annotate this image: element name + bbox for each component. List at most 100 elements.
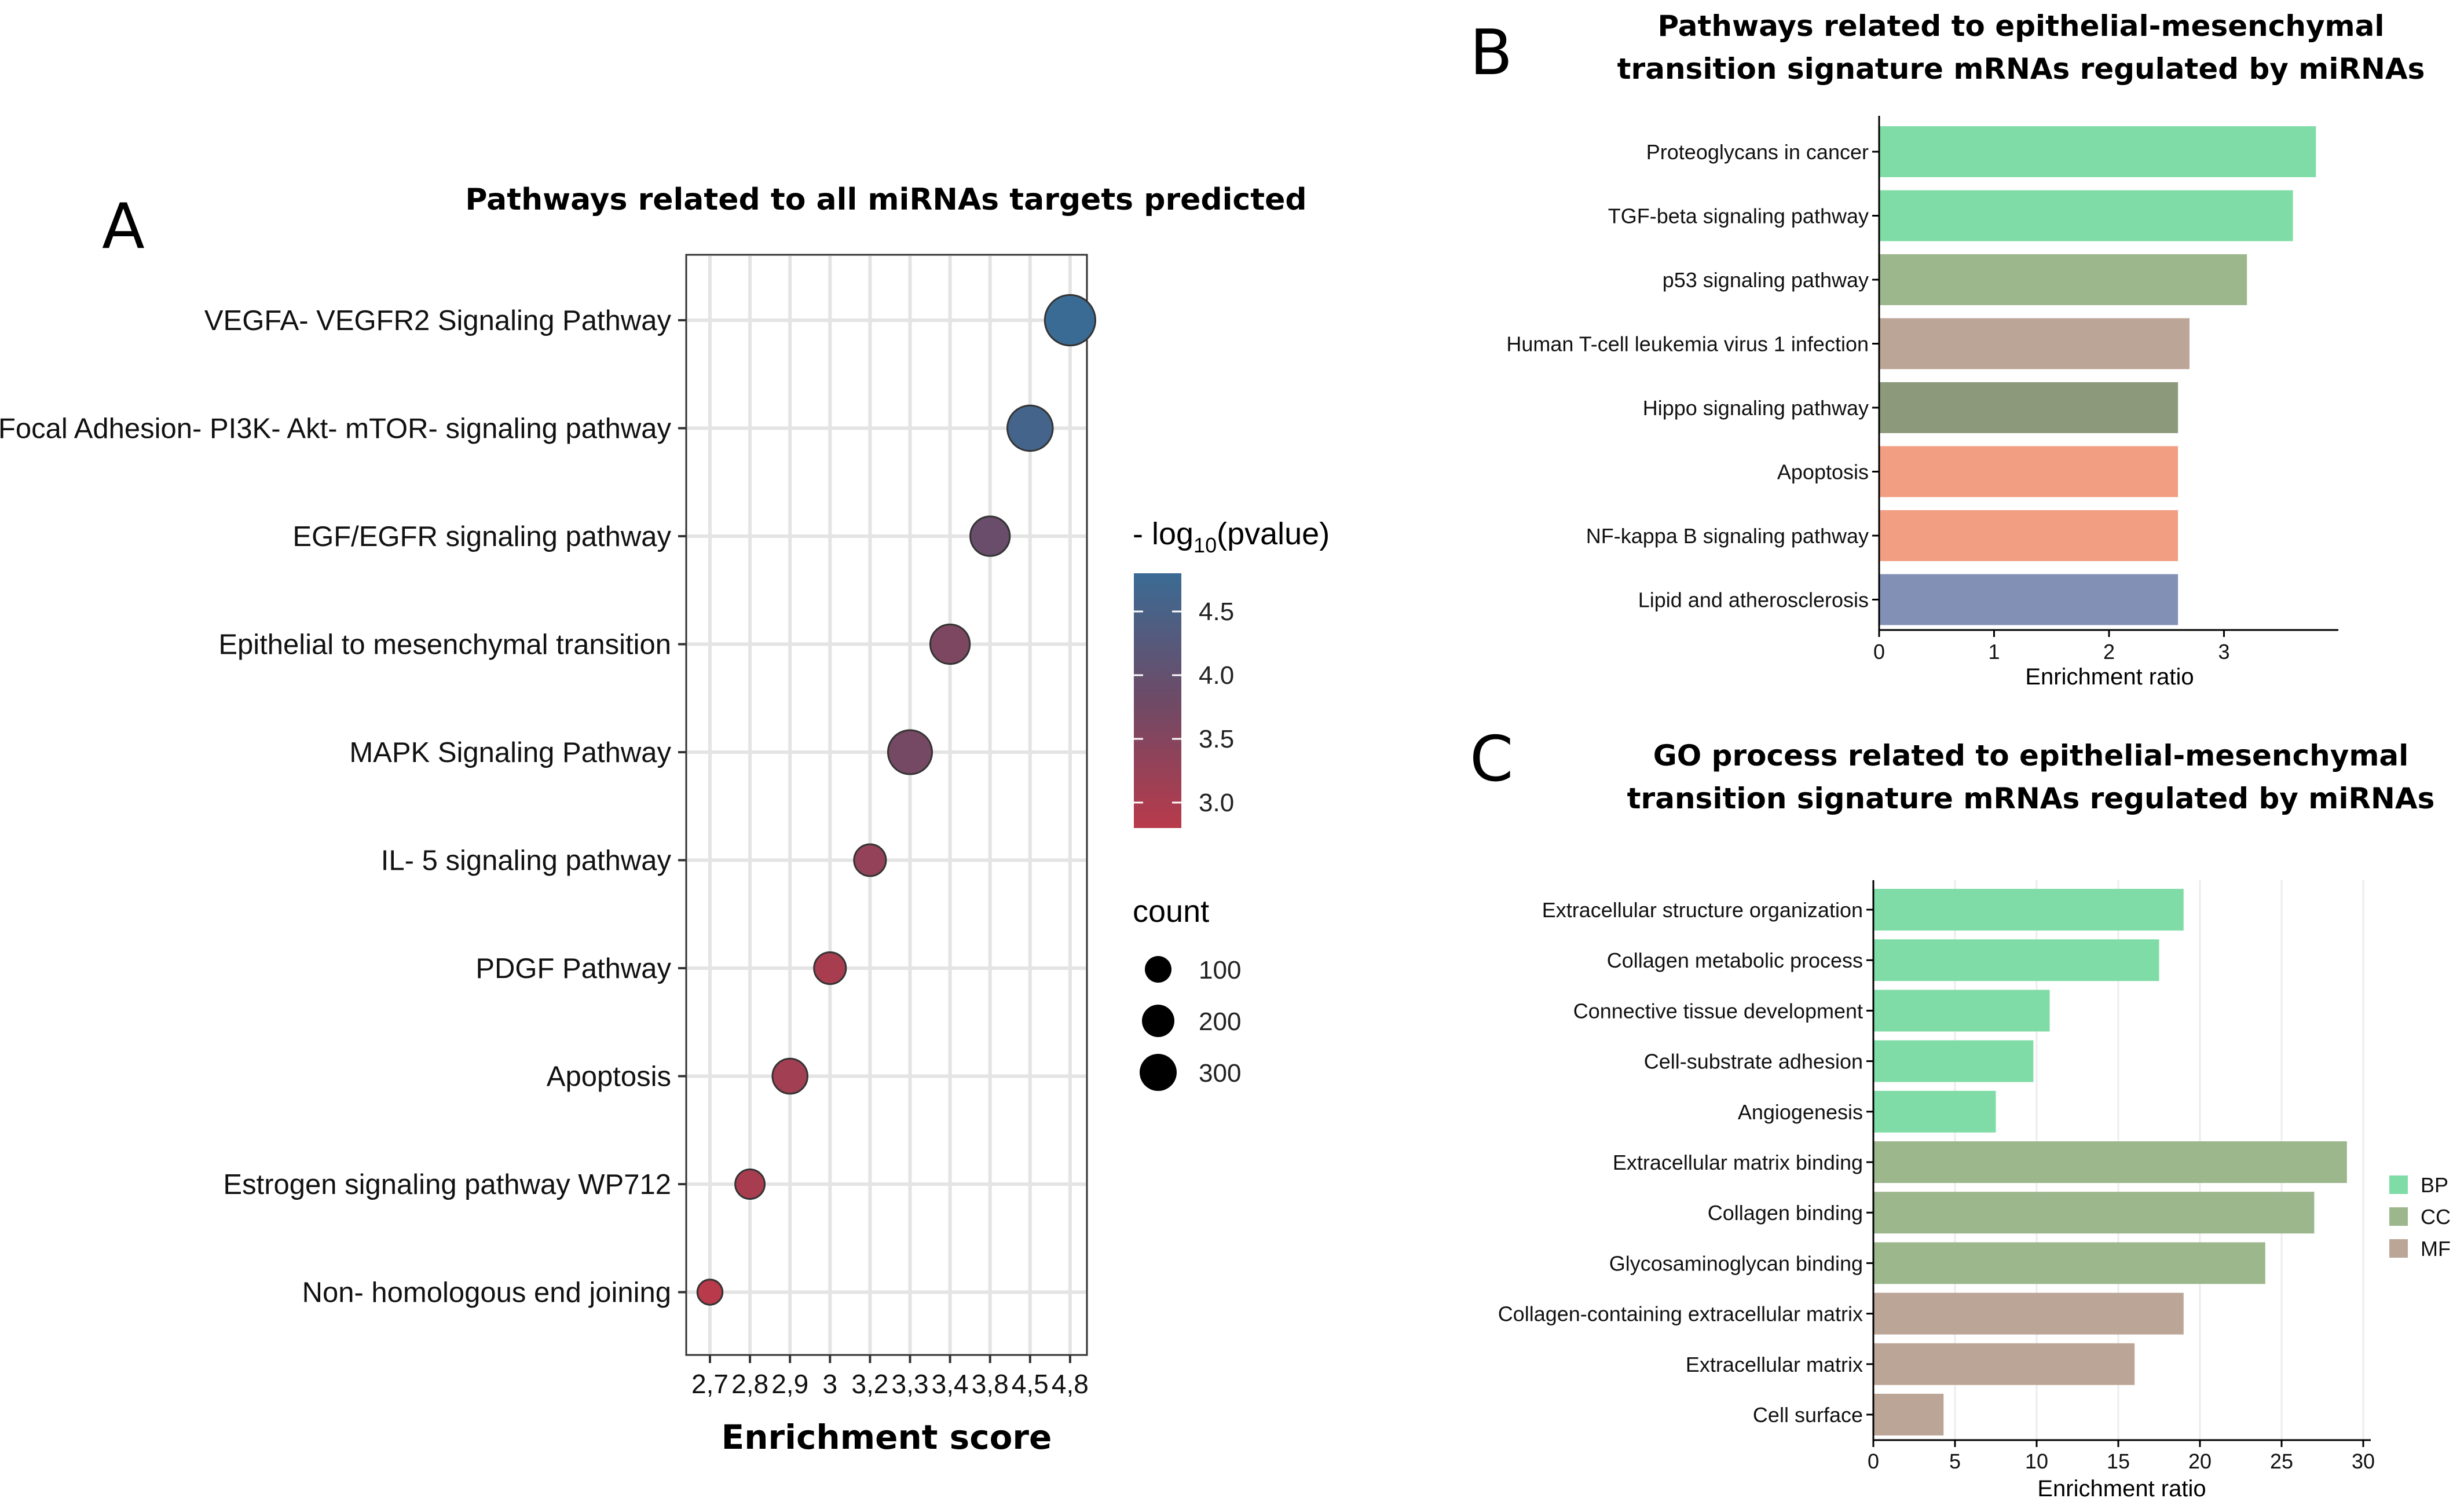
point-apoptosis — [771, 1057, 808, 1095]
y-tick-label-apoptosis: Apoptosis — [547, 1061, 671, 1093]
x-tick-label-10: 10 — [2025, 1449, 2048, 1473]
y-tick-label-extracellular-matrix: Extracellular matrix — [1686, 1353, 1863, 1376]
legend-label-bp: BP — [2421, 1173, 2448, 1197]
y-tick-label-connective-tissue-development: Connective tissue development — [1573, 999, 1863, 1023]
bar-cell-surface — [1873, 1394, 1944, 1435]
x-tick-label-2-7: 2,7 — [691, 1369, 728, 1399]
panel-c-title-line-1: GO process related to epithelial-mesench… — [1653, 739, 2409, 772]
panel-c-bar-chart: GO process related to epithelial-mesench… — [1498, 739, 2451, 1501]
point-vegfa-vegfr2-signaling-pathway — [1044, 294, 1097, 347]
x-tick-label-3-2: 3,2 — [851, 1369, 888, 1399]
panel-b-bar-chart: Pathways related to epithelial-mesenchym… — [1506, 9, 2425, 690]
x-tick-label-4-8: 4,8 — [1052, 1369, 1089, 1399]
panel-b-title-line-2: transition signature mRNAs regulated by … — [1617, 52, 2425, 86]
y-tick-label-tgf-beta-signaling-pathway: TGF-beta signaling pathway — [1608, 204, 1869, 228]
bar-extracellular-structure-organization — [1873, 889, 2184, 931]
bar-extracellular-matrix-binding — [1873, 1141, 2347, 1183]
legend-label-mf: MF — [2421, 1237, 2451, 1261]
panel-c-title-line-2: transition signature mRNAs regulated by … — [1627, 782, 2435, 815]
y-tick-label-extracellular-structure-organization: Extracellular structure organization — [1542, 898, 1863, 922]
bar-collagen-metabolic-process — [1873, 939, 2159, 981]
color-legend-title: - log10(pvalue) — [1133, 517, 1330, 557]
size-legend-dot-100 — [1145, 956, 1171, 983]
y-tick-label-non-homologous-end-joining: Non- homologous end joining — [302, 1277, 671, 1309]
y-tick-label-proteoglycans-in-cancer: Proteoglycans in cancer — [1646, 140, 1869, 164]
panel-letter-a: A — [102, 191, 145, 263]
legend-swatch-mf — [2389, 1239, 2408, 1258]
bar-collagen-containing-extracellular-matrix — [1873, 1292, 2184, 1335]
bar-collagen-binding — [1873, 1192, 2315, 1234]
point-mapk-signaling-pathway — [887, 729, 933, 775]
x-tick-label-3-4: 3,4 — [932, 1369, 969, 1399]
y-tick-label-apoptosis: Apoptosis — [1777, 460, 1869, 484]
y-tick-label-collagen-containing-extracellular-matrix: Collagen-containing extracellular matrix — [1498, 1302, 1863, 1326]
x-tick-label-4-5: 4,5 — [1012, 1369, 1049, 1399]
panel-b-x-ticks: 0 1 2 3 — [1873, 630, 2230, 664]
panel-c-x-axis-title: Enrichment ratio — [2037, 1476, 2206, 1501]
legend-swatch-bp — [2389, 1175, 2408, 1194]
color-legend-bar — [1134, 573, 1181, 828]
bar-apoptosis — [1879, 446, 2179, 497]
size-legend-label-200: 200 — [1199, 1008, 1241, 1036]
color-tick-label-3-5: 3.5 — [1199, 725, 1234, 753]
y-tick-label-angiogenesis: Angiogenesis — [1738, 1100, 1863, 1124]
size-legend-dot-300 — [1140, 1054, 1177, 1091]
bar-nf-kappa-b-signaling-pathway — [1879, 510, 2179, 561]
legend-swatch-cc — [2389, 1207, 2408, 1226]
panel-b-title-line-1: Pathways related to epithelial-mesenchym… — [1657, 9, 2384, 43]
x-tick-label-2-9: 2,9 — [771, 1369, 808, 1399]
point-pdgf-pathway — [813, 951, 847, 986]
x-tick-label-3: 3 — [823, 1369, 838, 1399]
point-estrogen-signaling-pathway-wp712 — [734, 1169, 766, 1200]
bar-glycosaminoglycan-binding — [1873, 1242, 2265, 1284]
bar-lipid-and-atherosclerosis — [1879, 574, 2179, 625]
y-tick-label-vegfa-vegfr2-signaling-pathway: VEGFA- VEGFR2 Signaling Pathway — [204, 305, 672, 336]
point-epithelial-to-mesenchymal-transition — [929, 623, 971, 665]
bar-connective-tissue-development — [1873, 990, 2050, 1032]
x-tick-label-5: 5 — [1949, 1449, 1961, 1473]
point-focal-adhesion-pi3k-akt-mtor-signaling-pathway — [1006, 404, 1054, 452]
panel-a-dot-chart: Pathways related to all miRNAs targets p… — [0, 182, 1330, 1457]
y-tick-label-p53-signaling-pathway: p53 signaling pathway — [1663, 268, 1869, 292]
x-tick-label-3: 3 — [2218, 640, 2229, 664]
y-tick-label-estrogen-signaling-pathway-wp712: Estrogen signaling pathway WP712 — [223, 1169, 671, 1200]
bar-cell-substrate-adhesion — [1873, 1040, 2034, 1082]
bar-p53-signaling-pathway — [1879, 254, 2247, 305]
y-tick-label-pdgf-pathway: PDGF Pathway — [475, 953, 671, 984]
x-tick-label-25: 25 — [2270, 1449, 2293, 1473]
y-tick-label-lipid-and-atherosclerosis: Lipid and atherosclerosis — [1638, 588, 1869, 612]
x-tick-label-2: 2 — [2103, 640, 2115, 664]
bar-angiogenesis — [1873, 1090, 1996, 1133]
x-tick-label-2-8: 2,8 — [731, 1369, 768, 1399]
x-tick-label-0: 0 — [1868, 1449, 1879, 1473]
color-tick-label-3-0: 3.0 — [1199, 789, 1234, 817]
bar-hippo-signaling-pathway — [1879, 382, 2179, 433]
size-legend-title: count — [1133, 894, 1209, 929]
x-tick-label-15: 15 — [2107, 1449, 2130, 1473]
y-tick-label-collagen-metabolic-process: Collagen metabolic process — [1607, 948, 1863, 972]
y-tick-label-extracellular-matrix-binding: Extracellular matrix binding — [1613, 1151, 1863, 1174]
bar-tgf-beta-signaling-pathway — [1879, 190, 2293, 241]
point-il-5-signaling-pathway — [853, 843, 887, 877]
color-legend: - log10(pvalue) 4.54.03.53.0 — [1133, 517, 1330, 828]
y-tick-label-focal-adhesion-pi3k-akt-mtor-signaling-pathway: Focal Adhesion- PI3K- Akt- mTOR- signali… — [0, 413, 671, 445]
y-tick-label-mapk-signaling-pathway: MAPK Signaling Pathway — [349, 737, 671, 768]
x-tick-label-0: 0 — [1873, 640, 1885, 664]
x-tick-label-30: 30 — [2352, 1449, 2375, 1473]
size-legend-dot-200 — [1142, 1005, 1174, 1037]
size-legend-label-300: 300 — [1199, 1059, 1241, 1087]
y-tick-label-il-5-signaling-pathway: IL- 5 signaling pathway — [381, 845, 672, 877]
y-tick-label-cell-surface: Cell surface — [1753, 1403, 1863, 1427]
panel-a-x-axis-title: Enrichment score — [722, 1418, 1052, 1457]
y-tick-label-egf-egfr-signaling-pathway: EGF/EGFR signaling pathway — [292, 521, 671, 552]
panel-b-x-axis-title: Enrichment ratio — [2025, 664, 2194, 690]
x-tick-label-1: 1 — [1988, 640, 2000, 664]
bar-proteoglycans-in-cancer — [1879, 126, 2316, 177]
point-non-homologous-end-joining — [696, 1279, 724, 1306]
panel-letter-c: C — [1470, 723, 1513, 796]
panel-c-bars: Extracellular structure organizationColl… — [1498, 889, 2347, 1435]
